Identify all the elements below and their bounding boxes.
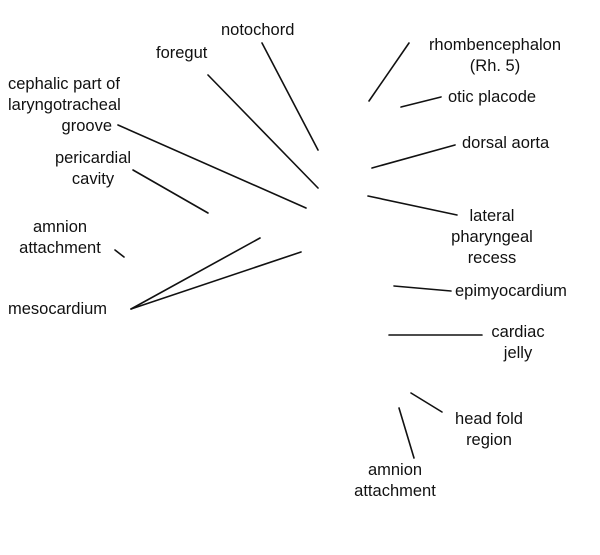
label-rhombencephalon: rhombencephalon (Rh. 5) [428, 36, 562, 75]
leader-line-otic [400, 96, 442, 108]
label-cephalic-part-of-laryngotracheal-groove: cephalic part of laryngotracheal groove [8, 75, 121, 135]
label-pericardial-cavity: pericardial cavity [54, 149, 132, 188]
leader-line-epimyocardium [393, 285, 452, 292]
leader-line-lateral [367, 195, 458, 216]
leader-line-cephalic [117, 124, 307, 209]
leader-line-rhombencephalon [368, 42, 410, 102]
leader-line-amnion-left [114, 249, 125, 258]
label-head-fold-region: head fold region [455, 410, 523, 449]
leader-line-notochord [261, 42, 319, 151]
leader-line-head-fold [410, 392, 443, 413]
leader-line-pericardial [132, 169, 209, 214]
leader-line-foregut [207, 74, 319, 189]
leader-line-amnion-bottom [398, 407, 415, 459]
label-mesocardium: mesocardium [8, 300, 108, 318]
leader-line-dorsal-aorta [371, 144, 456, 169]
label-otic-placode: otic placode [448, 88, 537, 106]
label-cardiac-jelly: cardiac jelly [491, 323, 545, 362]
leader-line-mesocardium-1 [130, 237, 261, 310]
label-lateral-pharyngeal-recess: lateral pharyngeal recess [451, 207, 533, 267]
label-amnion-attachment-left: amnion attachment [19, 218, 101, 257]
label-foregut: foregut [156, 44, 208, 62]
label-amnion-attachment-bottom: amnion attachment [354, 461, 436, 500]
label-dorsal-aorta: dorsal aorta [462, 134, 550, 152]
label-epimyocardium: epimyocardium [455, 282, 567, 300]
leader-line-mesocardium-2 [130, 251, 302, 310]
label-notochord: notochord [221, 21, 295, 39]
